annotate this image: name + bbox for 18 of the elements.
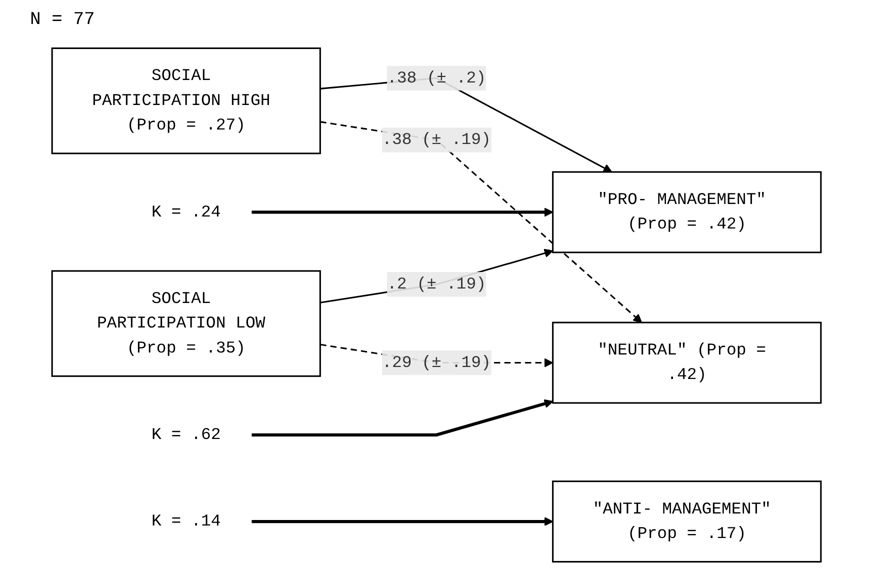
node-box: SOCIAL PARTICIPATION LOW (Prop = .35) xyxy=(51,270,321,377)
node-box: "PRO- MANAGEMENT" (Prop = .42) xyxy=(552,171,822,254)
edge-label: .38 (± .2) xyxy=(387,68,486,88)
node-box: SOCIAL PARTICIPATION HIGH (Prop = .27) xyxy=(51,47,321,154)
arrow xyxy=(320,121,642,323)
sample-size-note: N = 77 xyxy=(30,10,95,30)
edge-label: .38 (± .19) xyxy=(382,130,491,150)
edge-label: .2 (± .19) xyxy=(387,275,486,294)
node-box: "NEUTRAL" (Prop = .42) xyxy=(552,322,822,404)
node-text: K = .14 xyxy=(151,512,221,531)
node-text: K = .24 xyxy=(151,202,221,222)
node-box: "ANTI- MANAGEMENT" (Prop = .17) xyxy=(552,480,822,563)
edge-label: .29 (± .19) xyxy=(382,353,491,372)
arrow xyxy=(252,399,554,436)
arrow xyxy=(252,517,554,526)
arrow xyxy=(252,208,554,217)
arrow xyxy=(320,248,554,304)
node-text: K = .62 xyxy=(151,426,221,444)
